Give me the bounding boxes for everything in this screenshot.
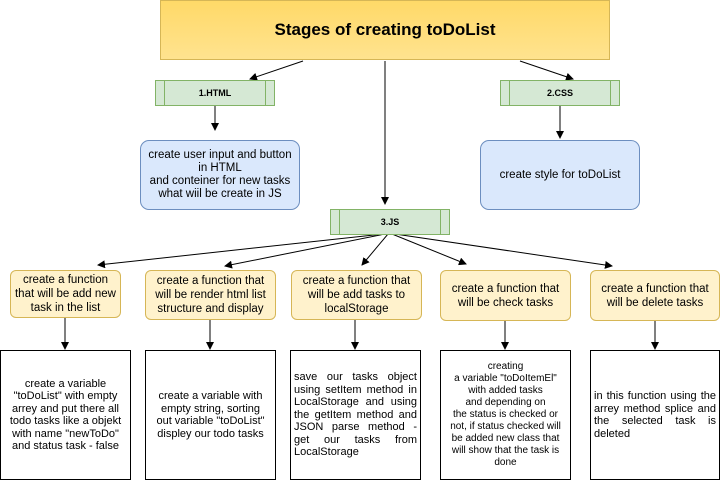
diagram-title: Stages of creating toDoList — [160, 0, 610, 60]
detail-text: create a variable with empty string, sor… — [156, 390, 265, 440]
function-box-delete: create a function that will be delete ta… — [590, 270, 720, 321]
detail-box-check: creating a variable "toDoItemEl" with ad… — [440, 350, 571, 480]
function-title: create a function that will be add new t… — [14, 274, 116, 314]
stage-css-label: 2.CSS — [546, 88, 573, 98]
arrow-js-to-func-1 — [97, 233, 384, 269]
function-title: create a function that will be add tasks… — [302, 275, 411, 315]
function-box-check: create a function that will be check tas… — [440, 270, 571, 321]
detail-text: create a variable "toDoList" with empty … — [9, 377, 122, 453]
arrow-title-to-css — [519, 60, 574, 81]
arrow-js-to-func-3 — [361, 233, 389, 266]
detail-text: in this function using the arrey method … — [594, 390, 716, 440]
function-box-localstorage: create a function that will be add tasks… — [291, 270, 422, 320]
function-box-add: create a function that will be add new t… — [10, 270, 121, 318]
arrow-js-to-func-4 — [391, 233, 467, 266]
arrow-js-to-func-5 — [394, 233, 613, 269]
detail-text: creating a variable "toDoItemEl" with ad… — [450, 361, 561, 468]
html-note-text: create user input and button in HTML and… — [148, 149, 292, 200]
function-title: create a function that will be render ht… — [155, 275, 266, 315]
stage-js-label: 3.JS — [380, 217, 400, 227]
detail-box-delete: in this function using the arrey method … — [590, 350, 720, 480]
css-note-text: create style for toDoList — [499, 168, 621, 181]
detail-text: save our tasks object using setItem meth… — [294, 371, 417, 459]
function-box-render: create a function that will be render ht… — [145, 270, 276, 320]
function-title: create a function that will be delete ta… — [601, 282, 709, 309]
detail-box-localstorage: save our tasks object using setItem meth… — [290, 350, 421, 480]
html-note-box: create user input and button in HTML and… — [140, 140, 300, 210]
css-note-box: create style for toDoList — [480, 140, 640, 210]
function-title: create a function that will be check tas… — [451, 282, 560, 309]
diagram-title-text: Stages of creating toDoList — [274, 20, 496, 39]
detail-box-add: create a variable "toDoList" with empty … — [0, 350, 131, 480]
arrow-title-to-html — [249, 60, 304, 81]
stage-css-box: 2.CSS — [500, 80, 620, 106]
stage-html-box: 1.HTML — [155, 80, 275, 106]
stage-html-label: 1.HTML — [198, 88, 232, 98]
detail-box-render: create a variable with empty string, sor… — [145, 350, 276, 480]
arrow-js-to-func-2 — [224, 233, 386, 269]
stage-js-box: 3.JS — [330, 209, 450, 235]
